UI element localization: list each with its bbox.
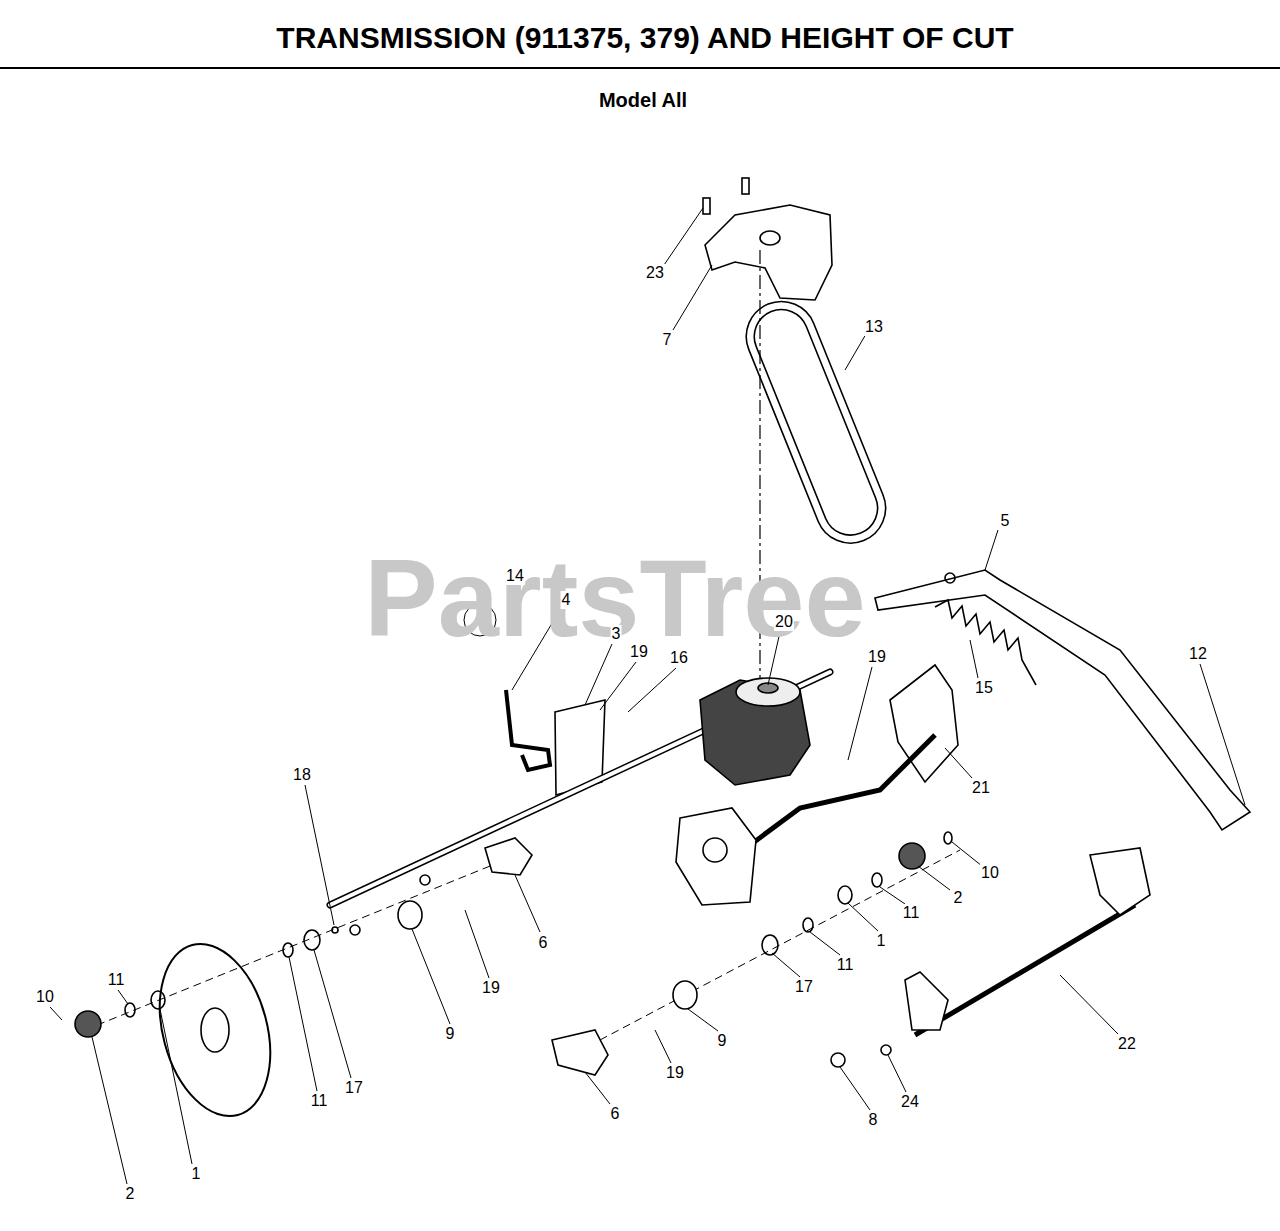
washer bbox=[283, 943, 293, 957]
washer bbox=[125, 1003, 135, 1017]
title-rule bbox=[0, 67, 1280, 69]
callout-number: 11 bbox=[107, 971, 126, 989]
ring bbox=[304, 930, 320, 950]
callout-number: 2 bbox=[953, 889, 964, 907]
axle bbox=[330, 672, 830, 905]
bracket-hole bbox=[760, 231, 780, 245]
callout-number: 19 bbox=[629, 643, 649, 661]
callout-number: 18 bbox=[292, 766, 312, 784]
bushing bbox=[398, 901, 422, 929]
bearing bbox=[151, 991, 165, 1009]
callout-number: 24 bbox=[900, 1093, 920, 1111]
callout-number: 16 bbox=[669, 649, 689, 667]
callout-number: 10 bbox=[35, 988, 55, 1006]
wheel-hub bbox=[201, 1008, 229, 1052]
page-title: TRANSMISSION (911375, 379) AND HEIGHT OF… bbox=[276, 23, 1013, 53]
callout-number: 1 bbox=[876, 932, 887, 950]
lever bbox=[875, 570, 1250, 830]
pulley bbox=[736, 678, 800, 706]
bearing bbox=[838, 886, 852, 904]
washer bbox=[872, 873, 882, 887]
callout-number: 11 bbox=[836, 956, 855, 974]
callout-number: 10 bbox=[980, 864, 1000, 882]
bolt bbox=[881, 1045, 891, 1055]
shaft-bracket bbox=[905, 972, 948, 1030]
crank-rod bbox=[506, 690, 550, 770]
bolt bbox=[945, 573, 955, 583]
callout-number: 22 bbox=[1117, 1035, 1137, 1053]
plate-hole bbox=[703, 838, 727, 862]
axis-line bbox=[85, 862, 500, 1030]
callout-number: 23 bbox=[645, 264, 665, 282]
spring bbox=[935, 600, 1036, 685]
callout-number: 19 bbox=[665, 1064, 685, 1082]
callout-number: 8 bbox=[868, 1111, 879, 1129]
callout-number: 13 bbox=[864, 318, 884, 336]
clip bbox=[944, 832, 952, 844]
shaft-bracket bbox=[1090, 848, 1150, 915]
washer bbox=[803, 918, 813, 932]
ring bbox=[762, 935, 778, 955]
callout-number: 14 bbox=[505, 567, 525, 585]
screw bbox=[703, 198, 710, 214]
screw bbox=[742, 178, 749, 194]
callout-number: 3 bbox=[611, 625, 622, 643]
callout-number: 21 bbox=[971, 779, 991, 797]
hoc-plate bbox=[676, 808, 756, 905]
callout-number: 4 bbox=[561, 591, 572, 609]
hoc-rod bbox=[730, 735, 935, 860]
bushing bbox=[831, 1053, 845, 1067]
gear bbox=[75, 1011, 101, 1037]
axis-line bbox=[600, 850, 960, 1040]
callout-number: 1 bbox=[191, 1165, 202, 1183]
gear bbox=[899, 843, 925, 869]
callout-number: 17 bbox=[794, 978, 814, 996]
callout-number: 5 bbox=[1000, 512, 1011, 530]
axle-bracket bbox=[485, 838, 532, 875]
bushing bbox=[673, 981, 697, 1009]
hoc-plate bbox=[890, 665, 958, 782]
bracket bbox=[705, 205, 832, 300]
callout-number: 19 bbox=[867, 648, 887, 666]
callout-number: 19 bbox=[481, 979, 501, 997]
callout-number: 9 bbox=[445, 1025, 456, 1043]
callout-number: 7 bbox=[662, 331, 673, 349]
model-label: Model All bbox=[599, 90, 687, 110]
axle-fill bbox=[330, 672, 830, 905]
clip bbox=[332, 927, 338, 933]
nut bbox=[420, 875, 430, 885]
hoc-shaft bbox=[915, 905, 1135, 1035]
callout-number: 17 bbox=[344, 1079, 364, 1097]
callout-number: 20 bbox=[774, 613, 794, 631]
callout-number: 6 bbox=[610, 1105, 621, 1123]
callout-number: 11 bbox=[310, 1092, 329, 1110]
callout-number: 12 bbox=[1188, 645, 1208, 663]
axle-bracket bbox=[552, 1030, 608, 1075]
callout-number: 9 bbox=[717, 1032, 728, 1050]
callout-number: 11 bbox=[902, 904, 921, 922]
callout-number: 2 bbox=[125, 1185, 136, 1203]
nut bbox=[350, 925, 360, 935]
callout-number: 6 bbox=[538, 934, 549, 952]
callout-number: 15 bbox=[974, 679, 994, 697]
leader-lines bbox=[50, 208, 1245, 1184]
